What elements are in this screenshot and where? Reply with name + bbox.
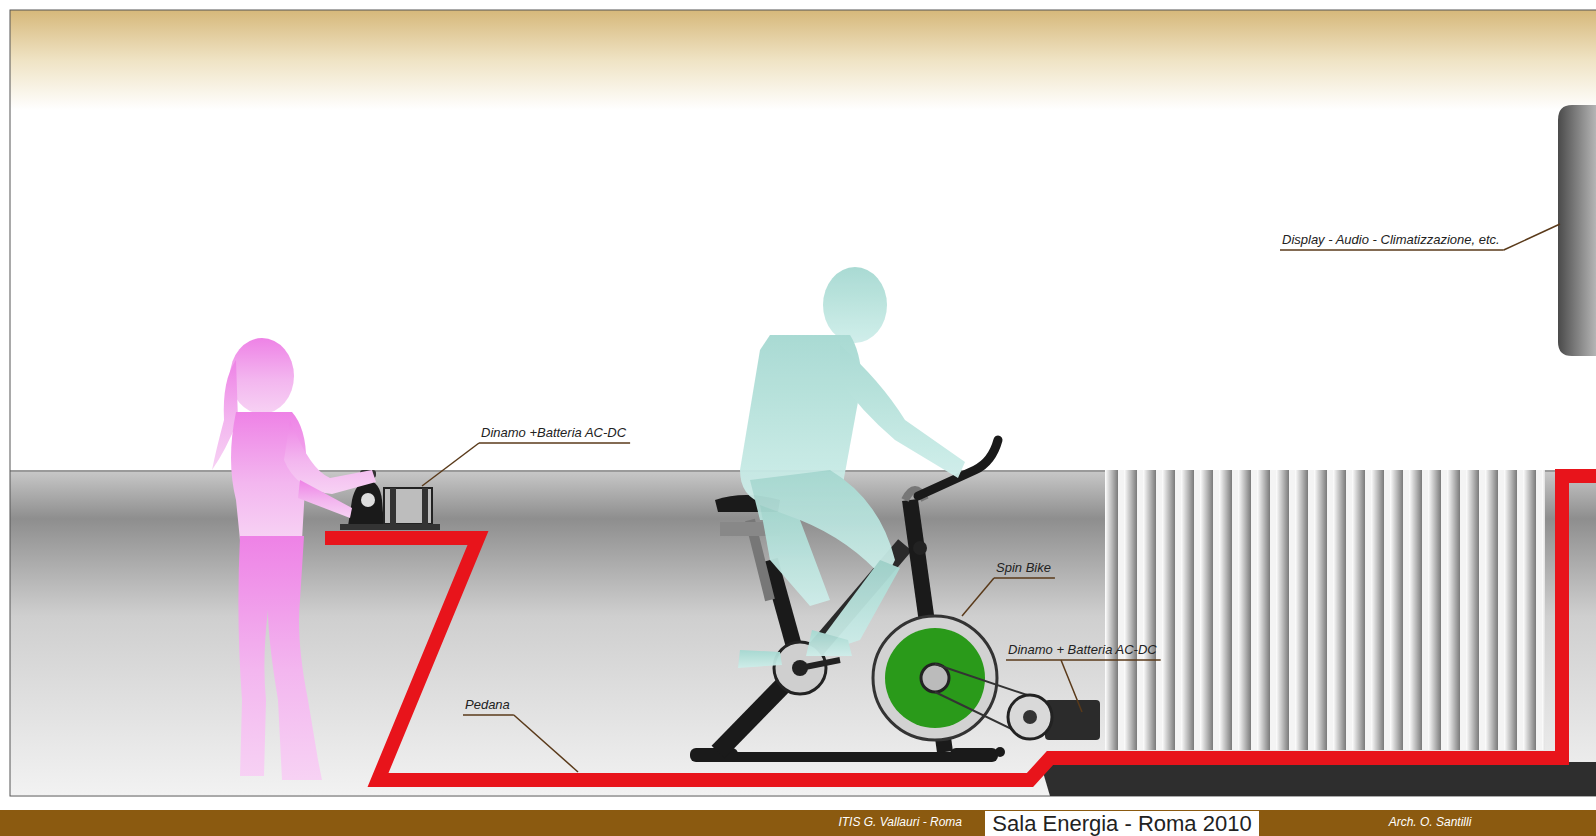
shape-path — [760, 505, 830, 606]
shape-path — [1558, 105, 1596, 356]
shape-circle — [1008, 695, 1052, 739]
title-box: Sala Energia - Roma 2010 — [985, 811, 1258, 836]
title: Sala Energia - Roma 2010 — [985, 811, 1258, 836]
shape-rect — [950, 748, 998, 762]
shape-path — [238, 536, 322, 780]
label-underline — [1006, 659, 1161, 661]
shape-circle — [913, 541, 927, 555]
shape-circle — [995, 747, 1005, 757]
leader-line — [1061, 660, 1082, 712]
shape-rect — [1105, 470, 1545, 750]
leader-line — [422, 443, 479, 486]
label-underline — [1280, 249, 1504, 251]
shape-circle — [1023, 710, 1037, 724]
shape-path — [1040, 762, 1596, 796]
part-label: Dinamo +Batteria AC-DC — [481, 425, 626, 441]
shape-path — [738, 650, 782, 668]
shape-rect — [422, 488, 428, 524]
label-underline — [479, 442, 630, 444]
label-underline — [994, 577, 1055, 579]
shape-rect — [700, 752, 990, 762]
shape-path — [840, 345, 965, 478]
part-label: Pedana — [465, 697, 510, 713]
label-underline — [463, 714, 514, 716]
leader-line — [962, 578, 994, 616]
shape-path — [284, 420, 376, 494]
shape-rect — [390, 488, 396, 524]
shape-path — [298, 480, 352, 518]
part-label: Spin Bike — [996, 560, 1051, 576]
shape-ellipse — [230, 338, 294, 414]
part-label: Display - Audio - Climatizzazione, etc. — [1282, 232, 1500, 248]
footer-credit: ITIS G. Vallauri - Roma — [838, 814, 962, 830]
shape-path — [800, 660, 840, 668]
shape-circle — [361, 493, 375, 507]
footer-credit: Arch. O. Santilli — [1389, 814, 1472, 830]
man-figure — [738, 267, 965, 668]
footer-bar — [0, 810, 1596, 836]
shape-rect — [10, 10, 1596, 796]
woman-figure — [212, 338, 376, 780]
leader-line — [1504, 224, 1560, 250]
shape-rect — [384, 488, 432, 524]
shape-circle — [885, 628, 985, 728]
leader-line — [514, 715, 578, 772]
shape-rect — [340, 524, 440, 530]
part-label: Dinamo + Batteria AC-DC — [1008, 642, 1157, 658]
shape-rect — [10, 10, 1596, 110]
shape-path — [325, 476, 1596, 780]
shape-path — [806, 630, 852, 656]
shape-ellipse — [823, 267, 887, 343]
